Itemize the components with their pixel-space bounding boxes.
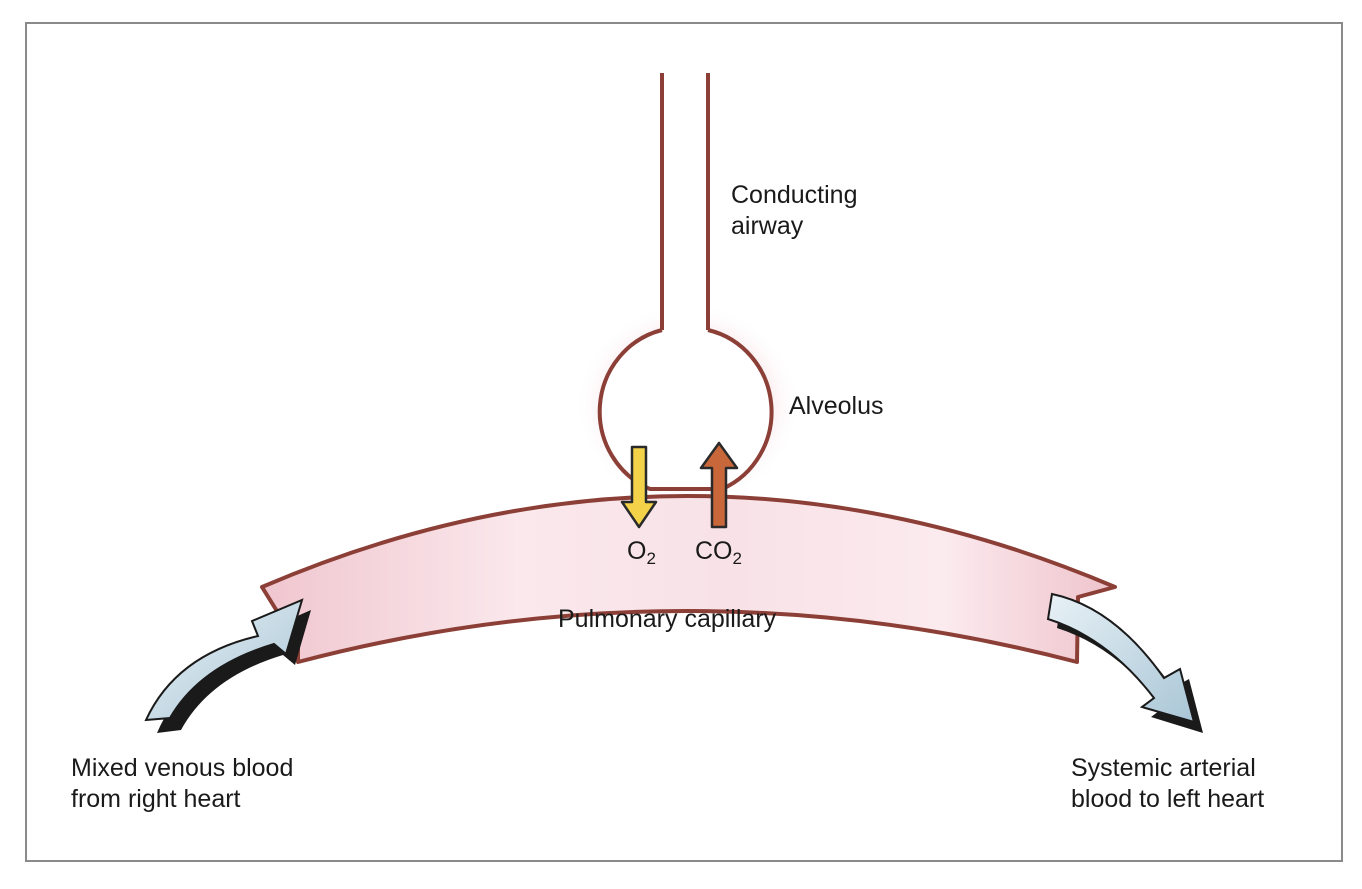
pulmonary-capillary-label: Pulmonary capillary [558,605,777,633]
venous-inflow-arrow-icon [144,598,311,733]
conducting-airway-label: Conducting airway [731,181,858,240]
airway-lumen [664,73,706,335]
o2-arrow-icon [620,445,658,529]
alveolus-sac [597,328,774,491]
alveolus-label: Alveolus [789,392,884,420]
mixed-venous-label: Mixed venous blood from right heart [71,754,294,813]
conducting-airway-tube [660,73,710,330]
co2-label: CO2 [695,537,742,568]
o2-label: O2 [627,537,656,568]
co2-arrow-icon [699,441,739,529]
arterial-outflow-arrow-icon [1046,592,1203,733]
pulmonary-capillary-shape [260,494,1117,664]
systemic-arterial-label: Systemic arterial blood to left heart [1071,754,1265,813]
